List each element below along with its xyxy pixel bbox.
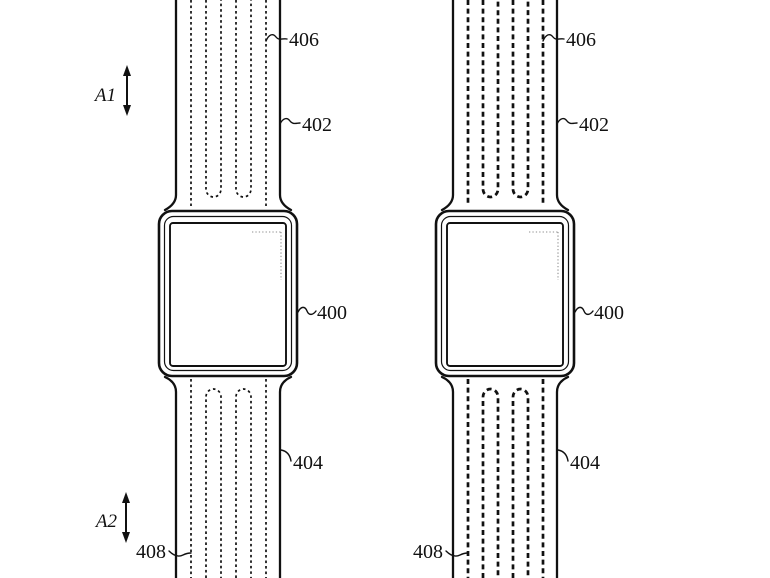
watch-case bbox=[157, 209, 299, 378]
dimension-label-a2: A2 bbox=[94, 511, 118, 532]
ref-408: 408 bbox=[413, 541, 443, 563]
watch-display bbox=[446, 222, 564, 367]
lower-band-edge-left bbox=[440, 375, 455, 578]
conductive-strand-loop bbox=[235, 388, 252, 578]
ref-402: 402 bbox=[302, 114, 332, 136]
conductive-strand-loop bbox=[235, 0, 252, 198]
conductive-strand-loop bbox=[481, 387, 500, 578]
lower-band-strands-right bbox=[466, 379, 545, 578]
conductive-strand-loop bbox=[511, 0, 530, 199]
ref-404: 404 bbox=[570, 452, 600, 474]
watch-case-inner-line bbox=[440, 215, 570, 372]
dimension-arrow-a2: A2 bbox=[94, 492, 130, 543]
conductive-strand-loop bbox=[205, 388, 222, 578]
upper-band-edge-right bbox=[278, 0, 293, 212]
ref-406: 406 bbox=[289, 29, 319, 51]
leader-408 bbox=[168, 550, 192, 557]
upper-band-strands-left bbox=[190, 0, 267, 206]
leader-400 bbox=[297, 306, 317, 316]
lower-band-edge-right bbox=[555, 375, 570, 578]
figure-left: 406 402 400 404 408 bbox=[136, 0, 347, 578]
leader-404 bbox=[557, 449, 569, 462]
watch-case bbox=[434, 209, 576, 378]
ref-406: 406 bbox=[566, 29, 596, 51]
upper-band-edge-left bbox=[163, 0, 178, 212]
arrow-down-icon bbox=[123, 105, 131, 116]
conductive-strand-loop bbox=[511, 387, 530, 578]
dimension-label-a1: A1 bbox=[93, 85, 116, 106]
conductive-strand-loop bbox=[481, 0, 500, 199]
ref-400: 400 bbox=[317, 302, 347, 324]
figure-right: 406 402 400 404 408 bbox=[413, 0, 624, 578]
upper-band-edge-right bbox=[555, 0, 570, 212]
watch-display bbox=[169, 222, 287, 367]
conductive-strand-loop bbox=[205, 0, 222, 198]
upper-band-edge-left bbox=[440, 0, 455, 212]
ref-402: 402 bbox=[579, 114, 609, 136]
leader-406 bbox=[542, 33, 565, 42]
leader-406 bbox=[265, 33, 288, 42]
hidden-component-outline bbox=[529, 231, 559, 280]
leader-400 bbox=[574, 306, 594, 316]
upper-band-strands-right bbox=[466, 0, 545, 206]
lower-band-edge-left bbox=[163, 375, 178, 578]
lower-band-strands-left bbox=[190, 379, 267, 578]
leader-402 bbox=[279, 117, 301, 125]
hidden-component-outline bbox=[252, 231, 282, 280]
leader-408 bbox=[445, 550, 469, 557]
arrow-down-icon bbox=[122, 532, 130, 543]
ref-404: 404 bbox=[293, 452, 323, 474]
dimension-arrow-a1: A1 bbox=[93, 65, 131, 116]
leader-402 bbox=[556, 117, 578, 125]
arrow-up-icon bbox=[123, 65, 131, 76]
watch-case-inner-line bbox=[163, 215, 293, 372]
ref-408: 408 bbox=[136, 541, 166, 563]
ref-400: 400 bbox=[594, 302, 624, 324]
leader-404 bbox=[280, 449, 292, 462]
lower-band-edge-right bbox=[278, 375, 293, 578]
arrow-up-icon bbox=[122, 492, 130, 503]
